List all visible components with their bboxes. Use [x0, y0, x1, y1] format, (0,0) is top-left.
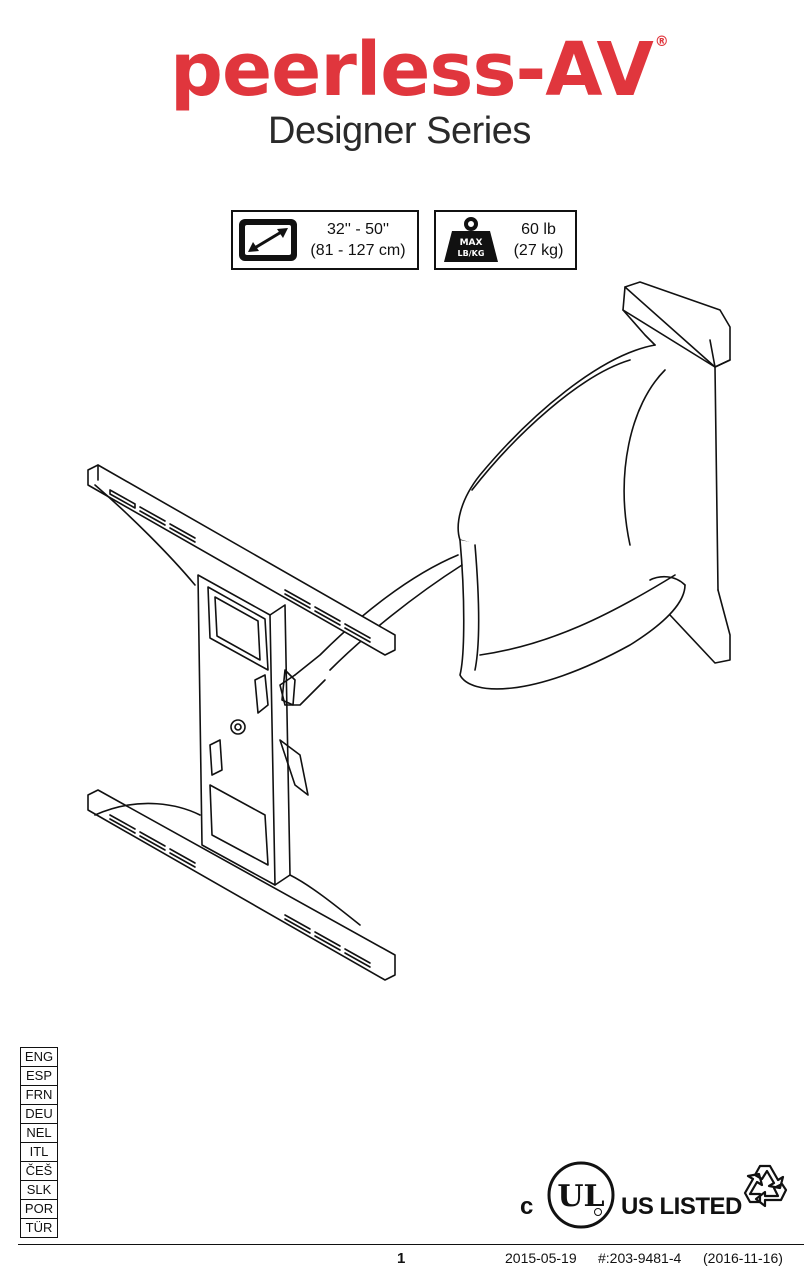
size-inches: 32'' - 50''	[326, 221, 390, 238]
weight-kg: (27 kg)	[513, 242, 564, 259]
ul-listed-mark-icon: UL	[547, 1161, 615, 1229]
language-item: ENG	[21, 1048, 57, 1067]
language-item: TÜR	[25, 1220, 53, 1235]
language-item: ČEŠ	[21, 1162, 57, 1181]
diagonal-arrow-icon	[239, 219, 297, 261]
us-listed-label: US LISTED	[621, 1193, 742, 1220]
language-item: NEL	[21, 1124, 57, 1143]
language-item: FRN	[21, 1086, 57, 1105]
recycle-icon	[743, 1164, 788, 1208]
screen-size-spec: 32'' - 50'' (81 - 127 cm)	[231, 210, 419, 270]
revision-date: (2016-11-16)	[703, 1250, 783, 1266]
weight-lb: 60 lb	[521, 221, 556, 238]
weight-icon-max: MAX	[460, 238, 483, 248]
language-item: POR	[21, 1200, 57, 1219]
document-code: #:203-9481-4	[598, 1250, 682, 1266]
page-number: 1	[397, 1250, 406, 1267]
weight-icon-units: LB/KG	[458, 249, 485, 258]
ul-canada-mark: c	[520, 1193, 534, 1220]
series-name: Designer Series	[268, 110, 531, 152]
max-weight-icon: MAX LB/KG	[444, 217, 498, 262]
brand-logo: peerless-AV®	[170, 20, 670, 120]
max-weight-spec: MAX LB/KG 60 lb (27 kg)	[434, 210, 577, 270]
registered-mark: ®	[654, 34, 669, 50]
footer-divider	[18, 1244, 804, 1245]
language-item: DEU	[21, 1105, 57, 1124]
wall-mount-illustration	[87, 281, 731, 981]
brand-name: peerless-AV	[170, 27, 654, 113]
language-item: ESP	[21, 1067, 57, 1086]
document-date: 2015-05-19	[505, 1250, 577, 1266]
language-item: SLK	[21, 1181, 57, 1200]
language-item: ITL	[21, 1143, 57, 1162]
size-cm: (81 - 127 cm)	[310, 242, 406, 259]
ul-letters: UL	[557, 1179, 604, 1214]
